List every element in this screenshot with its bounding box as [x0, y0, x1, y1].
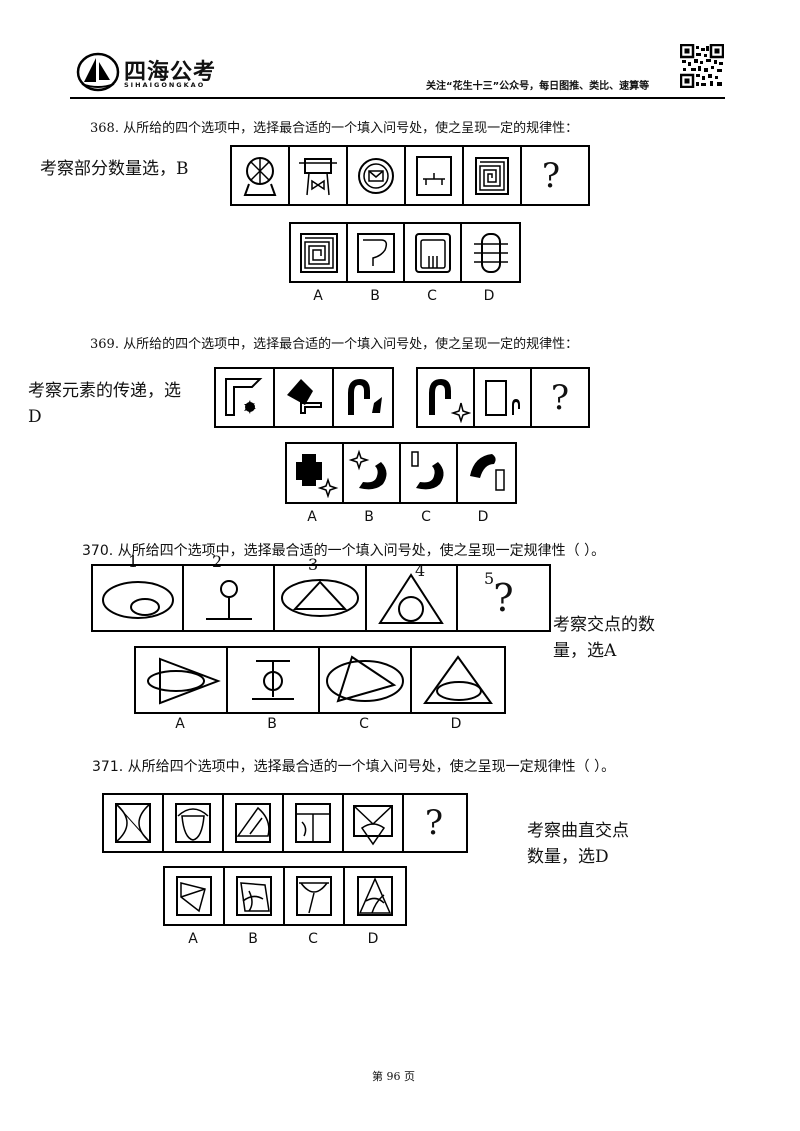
q371-option-d-figure — [345, 868, 405, 924]
q368-option-b-figure — [348, 224, 405, 281]
brand-name: 四海公考 — [124, 60, 217, 85]
question-371-sequence: ? — [102, 793, 468, 853]
question-370-note: 考察交点的数 量，选A — [553, 615, 655, 661]
question-368-options — [289, 222, 521, 283]
brand-logo — [76, 52, 120, 92]
q370-option-c-label[interactable]: C — [359, 716, 369, 732]
question-369-options — [285, 442, 517, 504]
q370-figure-3 — [275, 566, 367, 630]
q370-figure-1 — [93, 566, 185, 630]
q368-figure-3 — [348, 147, 406, 204]
question-369-note: 考察元素的传递，选 D — [28, 381, 181, 427]
q370-option-b-figure — [228, 648, 320, 712]
header-divider — [70, 97, 725, 99]
q370-option-a-label[interactable]: A — [175, 716, 185, 732]
q369-question-mark: ? — [550, 377, 570, 418]
q369-option-b-figure — [344, 444, 401, 502]
q369-figure-2 — [275, 369, 334, 426]
q370-option-d-label[interactable]: D — [450, 716, 462, 732]
q369-option-b-label[interactable]: B — [364, 509, 374, 525]
q369-option-a-figure — [287, 444, 344, 502]
q368-option-d-figure — [462, 224, 519, 281]
q371-option-d-label[interactable]: D — [367, 931, 379, 947]
q368-option-c-figure — [405, 224, 462, 281]
header-slogan: 关注“花生十三”公众号，每日图推、类比、速算等 — [426, 81, 650, 92]
q370-option-a-figure — [136, 648, 228, 712]
q368-option-b-label[interactable]: B — [370, 288, 380, 304]
question-369-text: 369. 从所给的四个选项中，选择最合适的一个填入问号处，使之呈现一定的规律性： — [90, 337, 579, 352]
q370-option-b-label[interactable]: B — [267, 716, 277, 732]
q371-figure-5 — [344, 795, 404, 851]
q370-count-2: 2 — [212, 552, 223, 571]
q370-option-c-figure — [320, 648, 412, 712]
q368-figure-4 — [406, 147, 464, 204]
q369-option-d-figure — [458, 444, 515, 502]
qr-code-icon — [680, 44, 724, 88]
q368-figure-5 — [464, 147, 522, 204]
question-369-sequence-left — [214, 367, 394, 428]
q368-option-d-label[interactable]: D — [483, 288, 495, 304]
q371-option-b-figure — [225, 868, 285, 924]
q371-option-c-label[interactable]: C — [308, 931, 318, 947]
brand-subtitle: SIHAIGONGKAO — [124, 81, 206, 89]
q370-count-5: 5 — [484, 569, 495, 588]
q371-figure-1 — [104, 795, 164, 851]
q368-figure-1 — [232, 147, 290, 204]
q370-option-d-figure — [412, 648, 504, 712]
q369-option-d-label[interactable]: D — [477, 509, 489, 525]
page-number: 第 96 页 — [372, 1070, 415, 1083]
q370-count-1: 1 — [128, 552, 139, 571]
q369-figure-3 — [334, 369, 392, 426]
question-369-sequence-right: ? — [416, 367, 590, 428]
sailboat-logo-icon — [76, 52, 120, 92]
q370-count-4: 4 — [415, 561, 426, 580]
q368-question-mark: ? — [541, 155, 561, 196]
question-371-text: 371. 从所给四个选项中，选择最合适的一个填入问号处，使之呈现一定规律性（ ）… — [92, 759, 616, 775]
q369-option-c-figure — [401, 444, 458, 502]
q371-option-a-label[interactable]: A — [188, 931, 198, 947]
question-371-options — [163, 866, 407, 926]
question-371-note: 考察曲直交点 数量，选D — [527, 821, 629, 867]
question-368-note: 考察部分数量选，B — [40, 159, 189, 179]
q371-figure-3 — [224, 795, 284, 851]
q369-figure-1 — [216, 369, 275, 426]
q371-option-a-figure — [165, 868, 225, 924]
question-368-text: 368. 从所给的四个选项中，选择最合适的一个填入问号处，使之呈现一定的规律性： — [90, 121, 579, 136]
question-370-options — [134, 646, 506, 714]
q369-option-c-label[interactable]: C — [421, 509, 431, 525]
question-368-sequence: ? — [230, 145, 590, 206]
q371-option-c-figure — [285, 868, 345, 924]
q368-option-a-label[interactable]: A — [313, 288, 323, 304]
q369-figure-5 — [475, 369, 532, 426]
q369-option-a-label[interactable]: A — [307, 509, 317, 525]
q368-figure-2 — [290, 147, 348, 204]
q371-figure-2 — [164, 795, 224, 851]
q370-figure-2 — [184, 566, 276, 630]
question-370-sequence: ? — [91, 564, 551, 632]
question-370-text: 370. 从所给四个选项中，选择最合适的一个填入问号处，使之呈现一定规律性（ ）… — [82, 543, 606, 559]
q371-question-mark: ? — [424, 803, 444, 843]
q370-question-mark: ? — [493, 576, 514, 620]
q371-option-b-label[interactable]: B — [248, 931, 258, 947]
q371-figure-4 — [284, 795, 344, 851]
q368-option-a-figure — [291, 224, 348, 281]
q369-figure-4 — [418, 369, 475, 426]
q368-option-c-label[interactable]: C — [427, 288, 437, 304]
q370-figure-4 — [367, 566, 458, 630]
